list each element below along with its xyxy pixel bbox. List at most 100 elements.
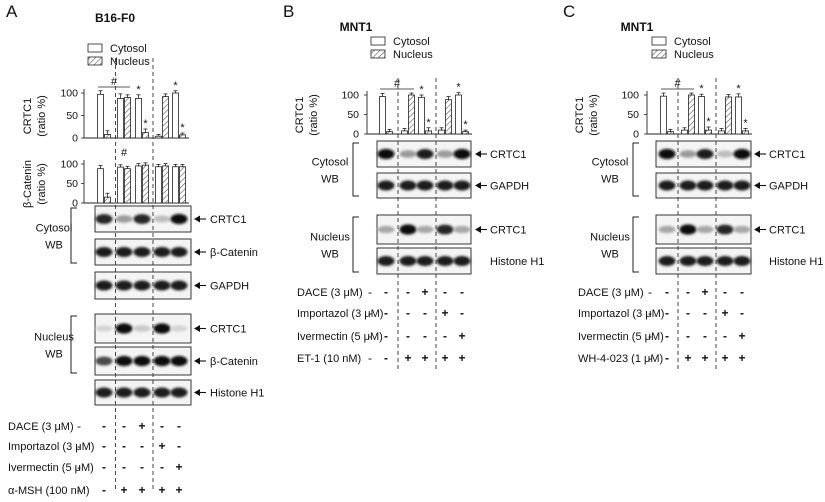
blot-group-sublabel: WB <box>321 249 339 261</box>
treatment-sign: - <box>460 306 464 320</box>
blot-group-sublabel: WB <box>601 174 619 186</box>
blot-label: β-Catenin <box>210 247 258 259</box>
blot-band <box>696 180 714 191</box>
treatment-sign: - <box>102 483 106 497</box>
y-tick-label: 100 <box>341 90 359 102</box>
bar-nucleus <box>386 131 393 135</box>
blot-band <box>153 247 171 257</box>
treatment-label: DACE (3 μM) <box>578 287 644 299</box>
treatment-sign: + <box>158 483 165 497</box>
blot-band <box>733 180 751 191</box>
treatment-label: Importazol (3 μM) <box>578 308 664 320</box>
blot-band <box>436 256 454 266</box>
bar-nucleus <box>179 166 186 204</box>
panel-c-legend-cytosol-swatch <box>651 36 667 46</box>
panel-b-legend-cytosol-swatch <box>370 36 386 46</box>
blot-band <box>453 148 471 160</box>
treatment-label: Ivermectin (5 μM) <box>8 462 94 474</box>
bar-nucleus <box>408 94 415 135</box>
y-axis-label: CRTC1 <box>22 98 34 134</box>
y-axis-unit: (ratio %) <box>36 95 48 137</box>
blot-band <box>170 213 188 225</box>
y-tick-label: 0 <box>72 133 78 145</box>
significance-mark: * <box>136 84 141 96</box>
bar-cytosol <box>698 96 705 135</box>
arrow-head <box>194 282 200 289</box>
blot-band <box>115 215 133 223</box>
blot-band <box>733 225 751 234</box>
bar-nucleus <box>124 97 131 139</box>
treatment-sign: + <box>738 329 745 343</box>
treatment-sign: - <box>423 329 427 343</box>
panel-b-treatment-row: DACE (3 μM)---+-- <box>297 285 464 299</box>
y-axis-label: CRTC1 <box>574 97 586 133</box>
treatment-sign: - <box>368 329 372 343</box>
panel-b-letter: B <box>283 2 294 21</box>
blot-label: Histone H1 <box>210 388 264 400</box>
blot-label: CRTC1 <box>210 324 246 336</box>
panel-c-legend-cytosol-label: Cytosol <box>674 36 711 48</box>
blot-label: Histone H1 <box>769 256 823 268</box>
bar-cytosol <box>379 96 386 135</box>
bar-nucleus <box>179 134 186 139</box>
treatment-sign: - <box>122 419 126 433</box>
blot-band <box>399 180 417 191</box>
treatment-sign: - <box>140 439 144 453</box>
blot-band <box>95 280 113 291</box>
blot-band <box>679 256 697 266</box>
blot-group-label: Cytosol <box>36 223 73 235</box>
treatment-sign: + <box>138 419 145 433</box>
treatment-sign: + <box>721 351 728 365</box>
bar-cytosol <box>155 166 162 204</box>
blot-band <box>453 180 471 191</box>
blot-band <box>416 256 434 266</box>
panel-b-legend-cytosol-label: Cytosol <box>393 36 430 48</box>
treatment-label: Importazol (3 μM) <box>8 441 94 453</box>
treatment-sign: - <box>686 329 690 343</box>
bar-cytosol <box>172 92 179 139</box>
blot-label: CRTC1 <box>769 149 805 161</box>
panel-a-legend-cytosol-label: Cytosol <box>110 43 147 55</box>
bar-cytosol <box>135 165 142 204</box>
treatment-sign: + <box>138 483 145 497</box>
treatment-sign: - <box>384 329 388 343</box>
treatment-sign: + <box>701 285 708 299</box>
bar-cytosol <box>660 95 667 135</box>
blot-band <box>115 247 133 257</box>
blot-band <box>658 256 676 266</box>
blot-band <box>453 225 471 234</box>
blot-band <box>436 180 454 191</box>
y-axis-label: CRTC1 <box>294 97 306 133</box>
treatment-sign: + <box>120 483 127 497</box>
treatment-label: Ivermectin (5 μM) <box>297 331 383 343</box>
bar-cytosol <box>172 166 179 204</box>
blot-bracket <box>632 216 639 273</box>
blot-band <box>453 256 471 266</box>
blot-label: CRTC1 <box>769 225 805 237</box>
treatment-sign: - <box>665 329 669 343</box>
blot-label: GAPDH <box>210 281 249 293</box>
arrow-head <box>194 215 200 223</box>
panel-b-treatment-row: Ivermectin (5 μM)-----+ <box>297 329 466 343</box>
arrow-head <box>754 150 760 158</box>
treatment-sign: - <box>77 439 81 453</box>
bar-nucleus <box>162 96 169 139</box>
blot-band <box>416 180 434 191</box>
comparison-mark: # <box>121 147 128 159</box>
treatment-sign: - <box>122 439 126 453</box>
panel-c-legend-nucleus-swatch <box>651 49 667 59</box>
blot-band <box>436 150 454 158</box>
treatment-sign: - <box>406 285 410 299</box>
blot-band <box>658 180 676 191</box>
panel-b-treatment-row: ET-1 (10 nM)--++++ <box>297 351 466 365</box>
treatment-sign: - <box>384 351 388 365</box>
blot-band <box>733 256 751 266</box>
treatment-sign: - <box>723 285 727 299</box>
significance-mark: * <box>143 118 148 130</box>
blot-label: CRTC1 <box>210 214 246 226</box>
bar-cytosol <box>681 129 688 135</box>
arrow-head <box>475 182 481 189</box>
bar-nucleus <box>425 130 432 135</box>
